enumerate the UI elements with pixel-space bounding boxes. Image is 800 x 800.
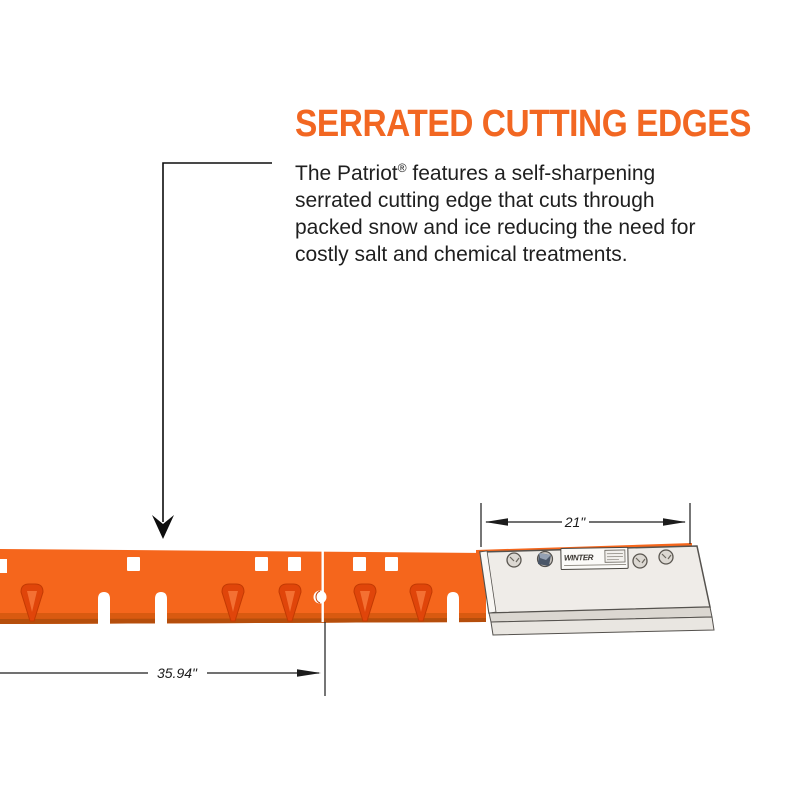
dim-arrow-right-icon [663, 518, 686, 526]
carriage-bolt-icon [536, 550, 554, 568]
blade-bevel-edge-dark [0, 618, 486, 624]
description-text-end: features a self-sharpening serrated cutt… [295, 162, 696, 266]
plate-width-label: 21" [564, 514, 587, 530]
blade-section-label: 35.94" [157, 665, 198, 681]
brand-label-text: WINTER [564, 553, 594, 563]
steel-wear-plate: WINTER [479, 545, 715, 636]
round-bolt-icon [632, 553, 648, 569]
plate-left-edge [479, 550, 497, 614]
bottom-slots [98, 592, 459, 625]
bolt-holes [0, 557, 398, 573]
leader-arrow [152, 162, 272, 539]
dim-arrow-right-icon [297, 669, 321, 677]
dimension-blade-section: 35.94" [0, 622, 326, 696]
arrowhead-down-icon [152, 515, 174, 539]
round-bolt-icon [506, 552, 522, 568]
brand-label: WINTER [560, 546, 629, 571]
serration-highlights [27, 591, 426, 612]
round-bolt-icon [658, 549, 674, 565]
dim-arrow-left-icon [485, 518, 508, 526]
registered-trademark-symbol: ® [397, 161, 407, 175]
plate-front-skirt [490, 616, 715, 636]
blade-section-seam [313, 550, 327, 622]
plate-bolts [506, 549, 674, 569]
dimension-plate-width: 21" [480, 503, 691, 547]
description-text-start: The Patriot [295, 162, 398, 185]
feature-heading: SERRATED CUTTING EDGES [295, 103, 752, 145]
feature-description: The Patriot® features a self-sharpening … [295, 160, 697, 268]
